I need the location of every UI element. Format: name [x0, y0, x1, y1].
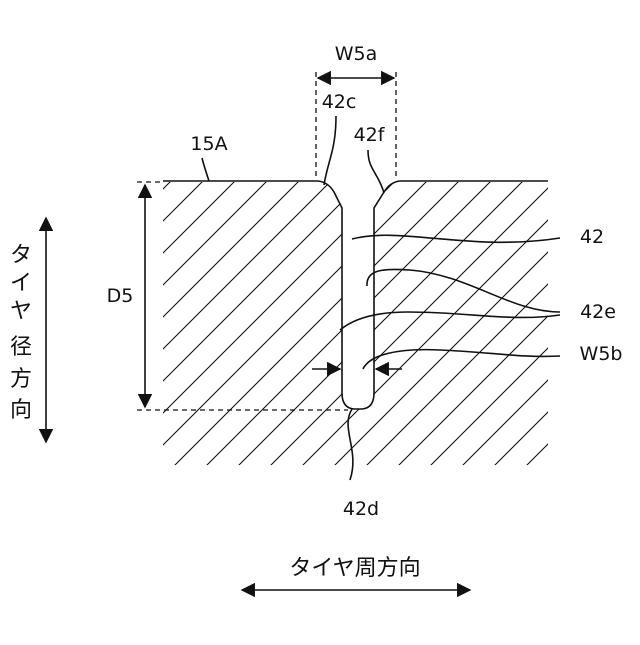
label-w5b: W5b — [580, 343, 623, 365]
tread-rubber-hatching — [163, 182, 548, 465]
leader-15a — [202, 158, 209, 181]
label-d5: D5 — [107, 285, 134, 307]
leader-42f — [368, 150, 384, 193]
label-42d: 42d — [343, 498, 379, 520]
radial-label-char-4: 径 — [10, 335, 32, 360]
radial-label-char-3: ヤ — [10, 299, 32, 324]
leader-42c — [324, 116, 336, 185]
label-42: 42 — [580, 226, 604, 248]
label-42f: 42f — [354, 124, 386, 146]
radial-label-char-6: 向 — [10, 398, 32, 423]
label-42c: 42c — [322, 91, 357, 113]
radial-label-char-1: タ — [10, 243, 32, 268]
label-42e: 42e — [580, 301, 616, 323]
radial-direction-label: タ イ ヤ 径 方 向 — [10, 243, 32, 423]
circumferential-direction-label: タイヤ周方向 — [289, 556, 420, 581]
radial-label-char-5: 方 — [10, 367, 32, 392]
radial-label-char-2: イ — [10, 271, 32, 296]
label-15a: 15A — [190, 133, 227, 155]
label-w5a: W5a — [335, 43, 378, 65]
